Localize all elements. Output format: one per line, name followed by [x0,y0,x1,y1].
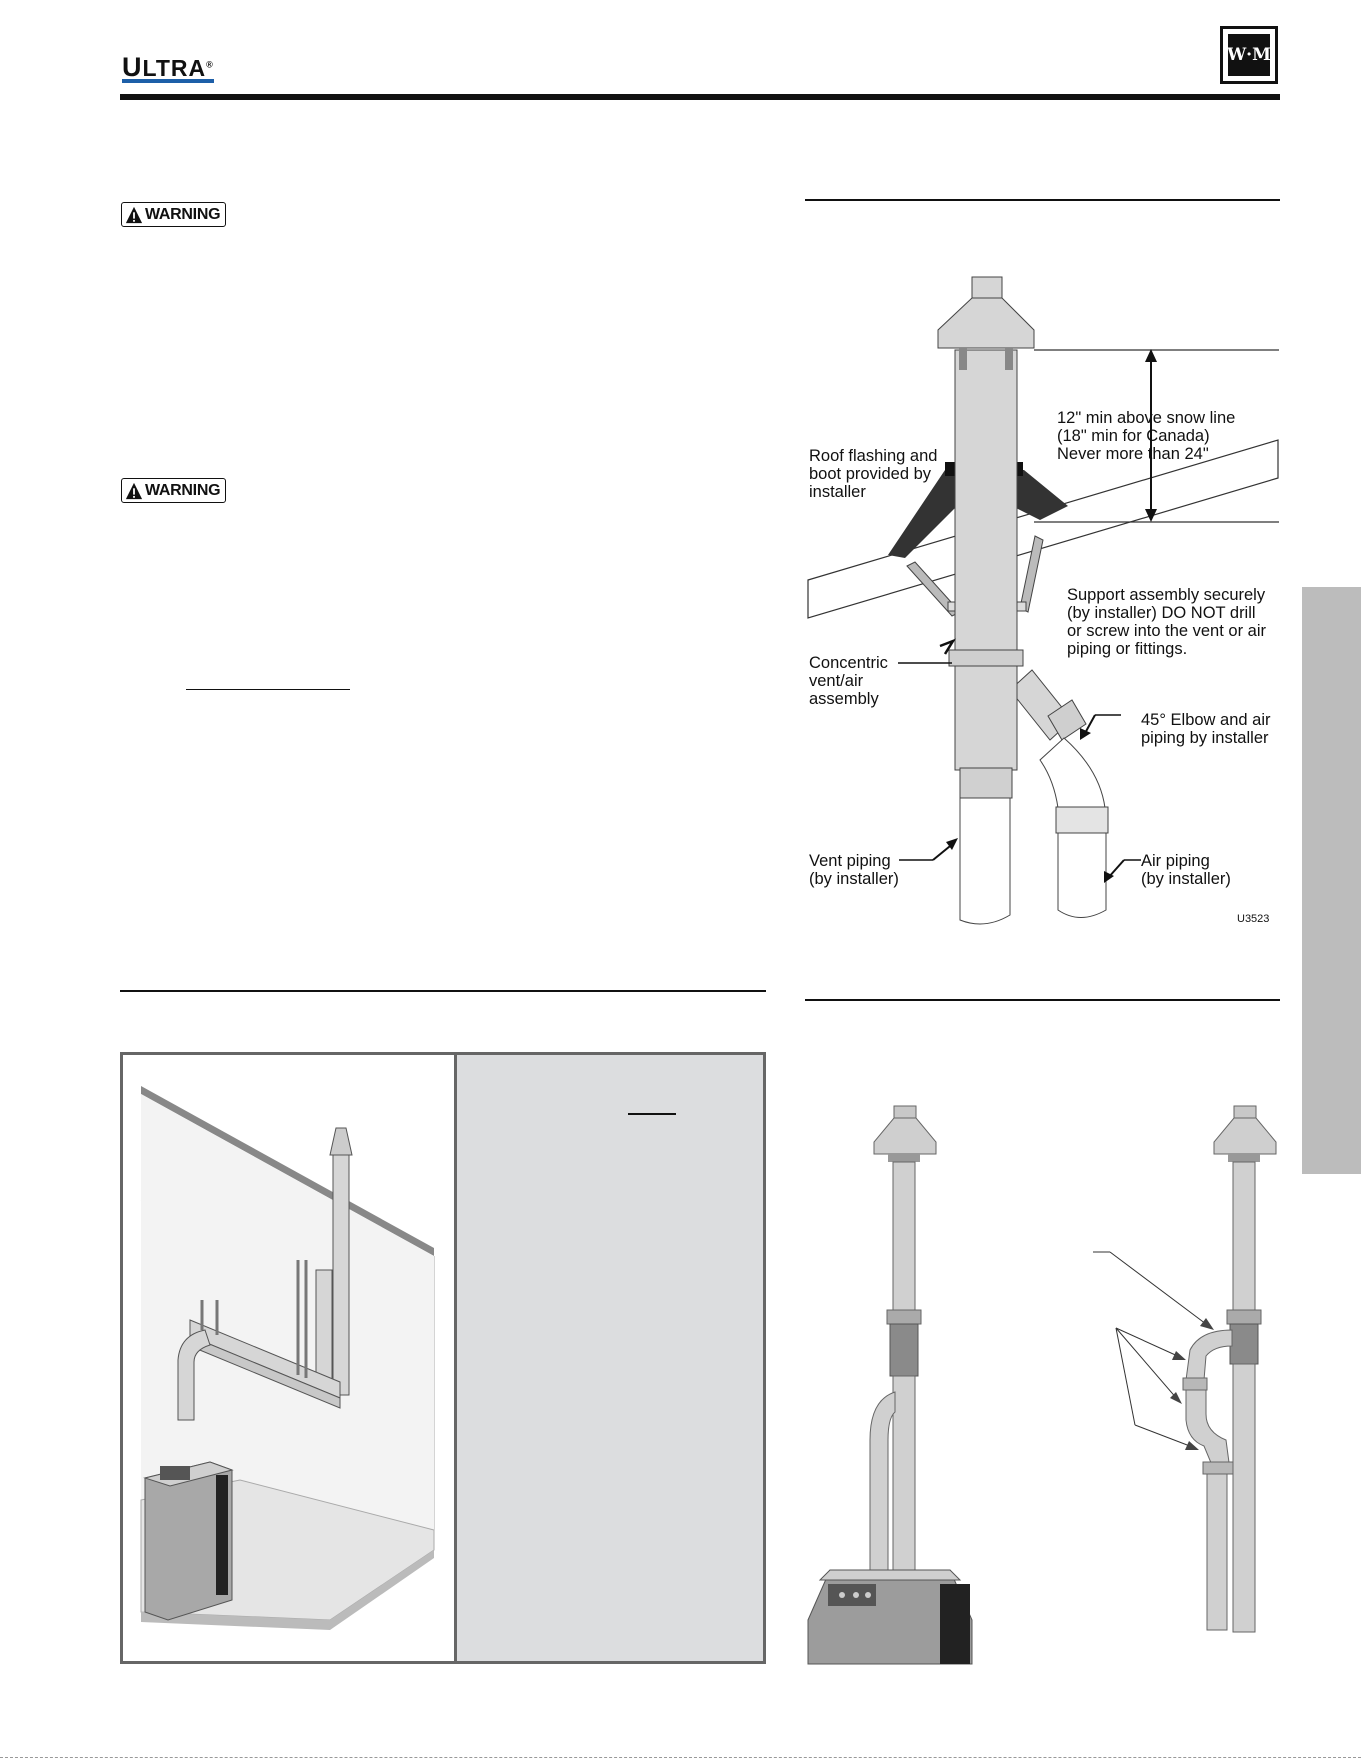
elbow-coupling [1203,1462,1233,1474]
cap-base [888,1154,920,1162]
elbow-upper [1186,1330,1232,1380]
leader-line [1135,1425,1195,1448]
vent-pipe [1233,1162,1255,1312]
vent-pipe-lower [1233,1364,1255,1632]
control-knob [865,1592,871,1598]
boiler-side-panel [940,1584,970,1664]
rain-cap [874,1118,936,1154]
elbow-lower [1186,1390,1230,1470]
arrow-icon [1170,1392,1182,1404]
leader-line [1116,1328,1178,1400]
page-footer-rule [0,1757,1361,1759]
arrow-icon [1172,1351,1186,1360]
arrow-icon [1200,1318,1214,1330]
pipe-coupling [1227,1310,1261,1324]
control-knob [839,1592,845,1598]
pipe-adapter [1230,1324,1258,1364]
leader-line [1110,1252,1210,1327]
control-knob [853,1592,859,1598]
pipe-coupling [887,1310,921,1324]
rain-cap [1214,1118,1276,1154]
air-pipe-lower [1207,1474,1227,1630]
vent-pipe [893,1162,915,1312]
leader-line [1116,1328,1182,1358]
leader-line [1116,1328,1135,1425]
cap-base [1228,1154,1260,1162]
vent-pipe-lower [893,1376,915,1576]
elbow-coupling [1183,1378,1207,1390]
pipe-adapter [890,1324,918,1376]
air-pipe-elbow [870,1392,895,1580]
boiler-top [820,1570,960,1580]
